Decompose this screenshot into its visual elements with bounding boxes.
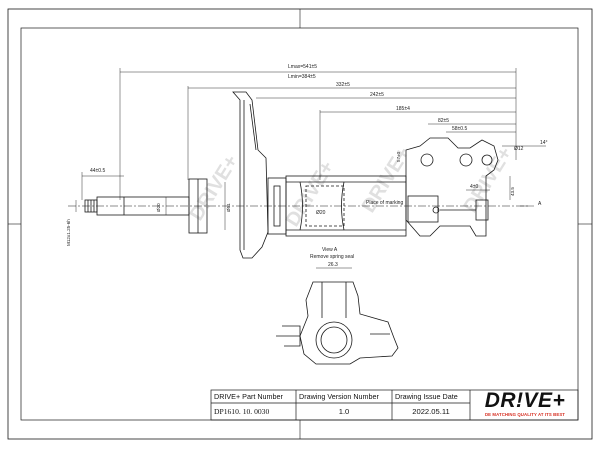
dimension-lines: [75, 68, 546, 230]
dim-332: 332±5: [336, 82, 350, 88]
logo-tagline: DE MATCHING QUALITY AT ITS BEST: [484, 412, 566, 417]
dim-thread: M12x1.25-6h: [66, 219, 71, 246]
dim-242: 242±5: [370, 92, 384, 98]
title-block-grid: [210, 389, 579, 421]
dim-angle: 14°: [540, 140, 548, 146]
dimension-texts: Lmax=541±5 Lmin=384±5 332±5 242±5 185±4 …: [66, 64, 548, 246]
part-number-label: DRIVE+ Part Number: [214, 392, 283, 401]
dim-small-off: 4±0: [470, 184, 479, 190]
view-a-title: View A: [322, 247, 338, 253]
dim-82: 82±5: [438, 118, 449, 124]
view-a: [276, 267, 399, 365]
dim-44: 44±0.5: [90, 168, 105, 174]
dim-inner: Ø20: [316, 210, 326, 216]
version-label: Drawing Version Number: [299, 392, 379, 401]
view-a-dim: 26.3: [328, 262, 338, 268]
logo-brand: DR!VE+: [484, 389, 566, 412]
view-arrow-label: A: [538, 201, 542, 207]
dim-bracket-w: 57±0: [396, 151, 401, 162]
dim-hole: Ø12: [514, 146, 524, 152]
watermark-2: DRIVE+: [282, 157, 339, 230]
dim-lmax: Lmax=541±5: [288, 64, 317, 70]
dim-bracket-h: 43.5: [510, 187, 515, 196]
dim-58: 58±0.5: [452, 126, 467, 132]
place-of-marking: Place of marking: [366, 200, 403, 206]
dim-rod-dia: Ø20: [156, 203, 161, 212]
dim-lmin: Lmin=384±5: [288, 74, 316, 80]
dim-body-dia: Ø51: [226, 203, 231, 212]
zone-ticks: [8, 9, 592, 439]
issue-label: Drawing Issue Date: [395, 392, 458, 401]
watermark-1: DRIVE+: [186, 151, 243, 224]
dim-185: 185±4: [396, 106, 410, 112]
view-a-note: Remove spring seal: [310, 254, 354, 260]
strut-main-view: [68, 91, 530, 259]
part-number-value: DP1610. 10. 0030: [214, 407, 270, 416]
version-value: 1.0: [338, 407, 350, 416]
drive-logo: DR!VE+ DE MATCHING QUALITY AT ITS BEST: [472, 389, 578, 419]
title-block: DRIVE+ Part Number Drawing Version Numbe…: [211, 390, 579, 421]
watermark-group: DRIVE+ DRIVE+ DRIVE+ DRIVE+: [186, 143, 517, 230]
issue-date-value: 2022.05.11: [412, 407, 450, 416]
